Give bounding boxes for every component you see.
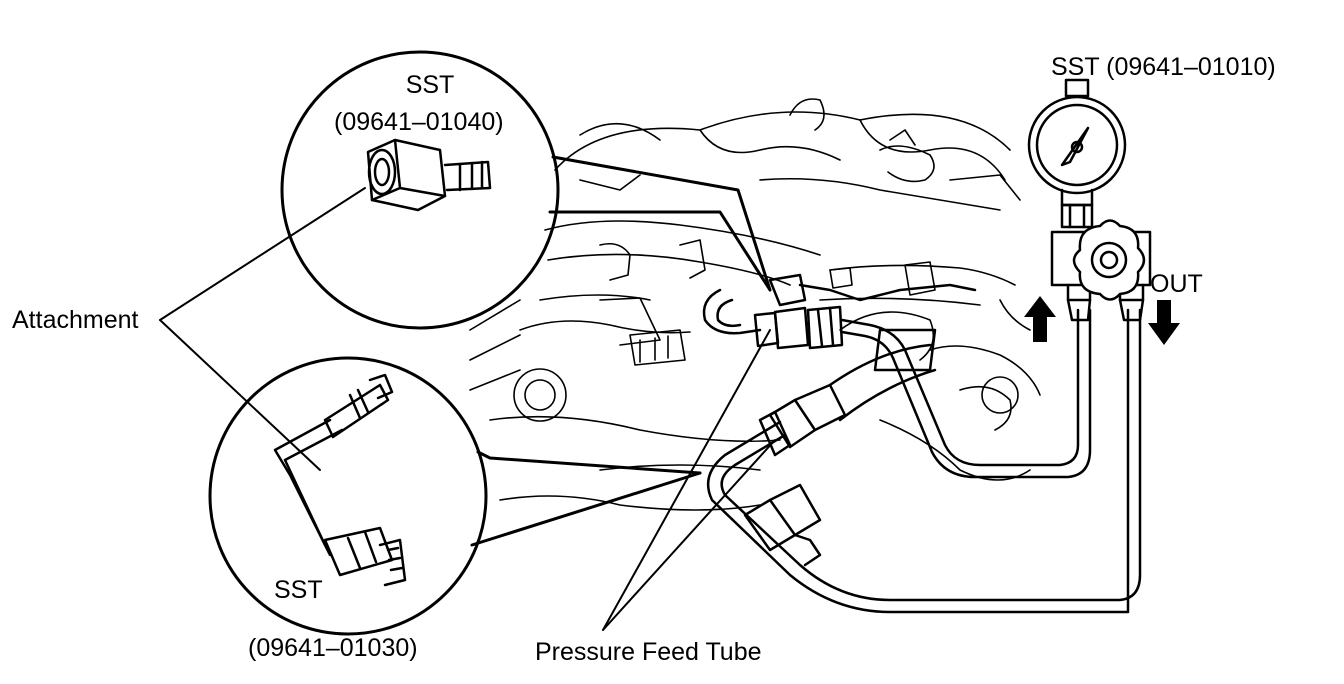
sst-gauge-label: SST (09641–01010) [1051, 53, 1276, 81]
elbow-tube-icon [273, 373, 407, 587]
sst-union-part-number: (09641–01040) [334, 108, 504, 136]
out-label: OUT [1150, 270, 1203, 298]
up-arrow-icon [1024, 296, 1056, 342]
hose-fittings [743, 383, 847, 567]
sst-elbow-part-number: (09641–01030) [248, 634, 418, 662]
attachment-label: Attachment [12, 306, 139, 334]
sst-union-label: SST [405, 71, 455, 99]
engine-background [469, 98, 1041, 511]
sst-elbow-label: SST [274, 576, 323, 604]
pressure-gauge-icon [1027, 78, 1152, 322]
pressure-feed-tube-label: Pressure Feed Tube [535, 638, 762, 666]
pressure-feed-tube-leaders [602, 329, 776, 631]
tube-fitting-top [702, 273, 977, 350]
attachment-leaders [159, 187, 366, 471]
gauge-valve-knob-icon [1072, 219, 1146, 301]
union-adapter-icon [366, 138, 492, 212]
callout-sst-elbow [208, 356, 702, 636]
flow-arrows [1024, 296, 1180, 345]
pressure-hose-lines [706, 308, 1142, 614]
callout-sst-union [280, 50, 772, 330]
down-arrow-icon [1148, 300, 1180, 345]
